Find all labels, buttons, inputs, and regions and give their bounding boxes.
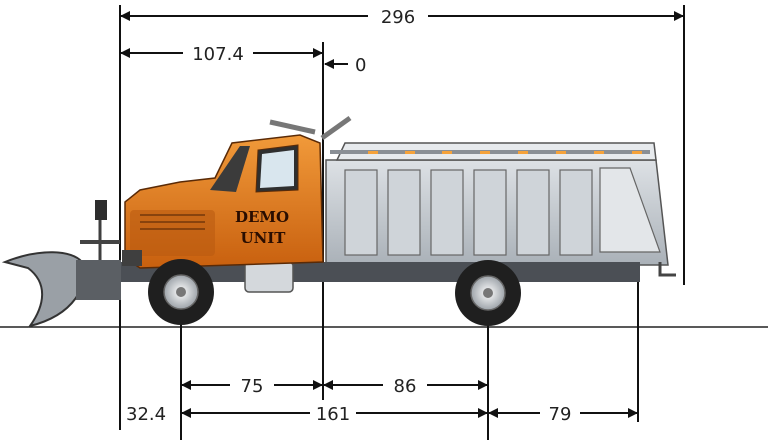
rear-wheel	[455, 260, 521, 326]
front-axle-to-cab-back-value: 75	[241, 376, 264, 397]
cab-back-to-rear-axle-value: 86	[394, 376, 417, 397]
truck-cab: DEMO UNIT	[95, 115, 352, 275]
body-side-panels	[344, 169, 593, 256]
fuel-tank	[244, 261, 294, 293]
door-logo-line-1: DEMO	[235, 208, 289, 226]
front-to-front-axle-value: 32.4	[126, 404, 166, 425]
dump-body	[325, 142, 676, 277]
wheelbase-value: 161	[316, 404, 350, 425]
overall-length-value: 296	[381, 7, 415, 28]
front-to-cab-back-value: 107.4	[192, 44, 244, 65]
door-logo-line-2: UNIT	[241, 229, 287, 247]
snow-plow	[1, 240, 121, 328]
grille	[140, 214, 205, 230]
side-mirror	[95, 200, 107, 220]
cab-back-zero-value: 0	[355, 55, 366, 76]
rear-axle-to-body-end-value: 79	[549, 404, 572, 425]
extension-lines	[119, 5, 685, 440]
marker-lights	[368, 151, 642, 154]
front-wheel	[148, 259, 214, 325]
